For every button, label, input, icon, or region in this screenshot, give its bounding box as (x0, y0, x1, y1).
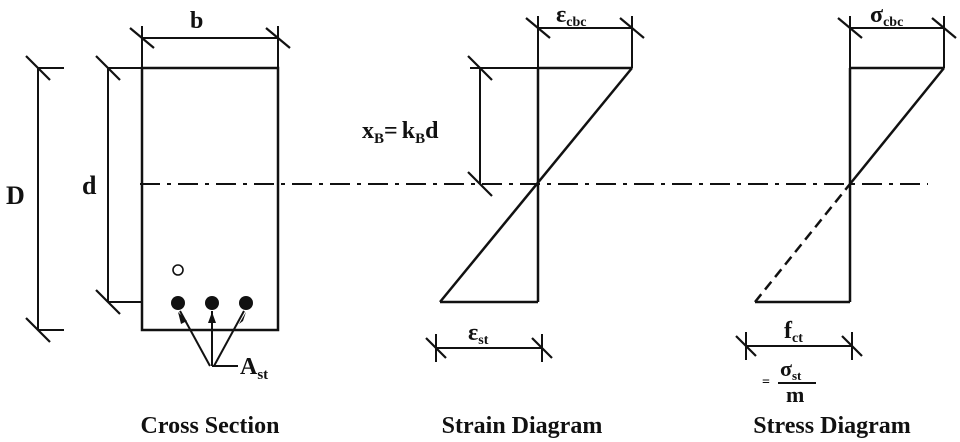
label-b: b (190, 8, 203, 34)
label-equals-sign: = (762, 375, 770, 390)
effective-depth-dimension: d (82, 55, 142, 315)
label-d: d (82, 171, 97, 200)
caption-cross-section: Cross Section (141, 413, 280, 439)
xb-dimension: xB=kBd (362, 55, 538, 197)
small-circle-mark (172, 264, 184, 276)
label-fct: fct (784, 318, 803, 346)
label-sigma-cbc: σcbc (870, 2, 903, 30)
rebar-middle (205, 296, 219, 310)
sigma-cbc-dimension: σcbc (837, 2, 957, 68)
label-Ast: Ast (240, 354, 268, 383)
total-depth-dimension: D (6, 55, 64, 343)
fct-dimension: fct (735, 318, 863, 360)
width-dimension: b (129, 8, 291, 68)
cross-section: b D d (6, 8, 291, 383)
section-rectangle (140, 66, 280, 332)
rebar-left (171, 296, 185, 310)
ast-leader-lines (178, 310, 246, 367)
label-m: m (786, 382, 804, 407)
caption-strain-diagram: Strain Diagram (442, 413, 603, 439)
label-D: D (6, 181, 25, 210)
stress-diagram: σcbc fct = σst m (735, 2, 957, 407)
label-sigma-st: σst (780, 356, 802, 383)
label-epsilon-st: εst (468, 320, 489, 348)
epsilon-cbc-dimension: εcbc (525, 2, 645, 68)
stress-compression-line (849, 67, 945, 185)
rebar-right (239, 296, 253, 310)
label-epsilon-cbc: εcbc (556, 2, 586, 30)
caption-stress-diagram: Stress Diagram (753, 413, 911, 439)
stress-tension-dashed-line (754, 183, 851, 303)
label-xb-equation: xB=kBd (362, 118, 439, 147)
strain-diagonal-line (439, 67, 633, 303)
sigma-st-over-m: = σst m (762, 356, 816, 407)
strain-diagram: εcbc xB=kBd εst (362, 2, 645, 362)
epsilon-st-dimension: εst (425, 320, 553, 362)
reinforcement-bars (171, 296, 253, 310)
